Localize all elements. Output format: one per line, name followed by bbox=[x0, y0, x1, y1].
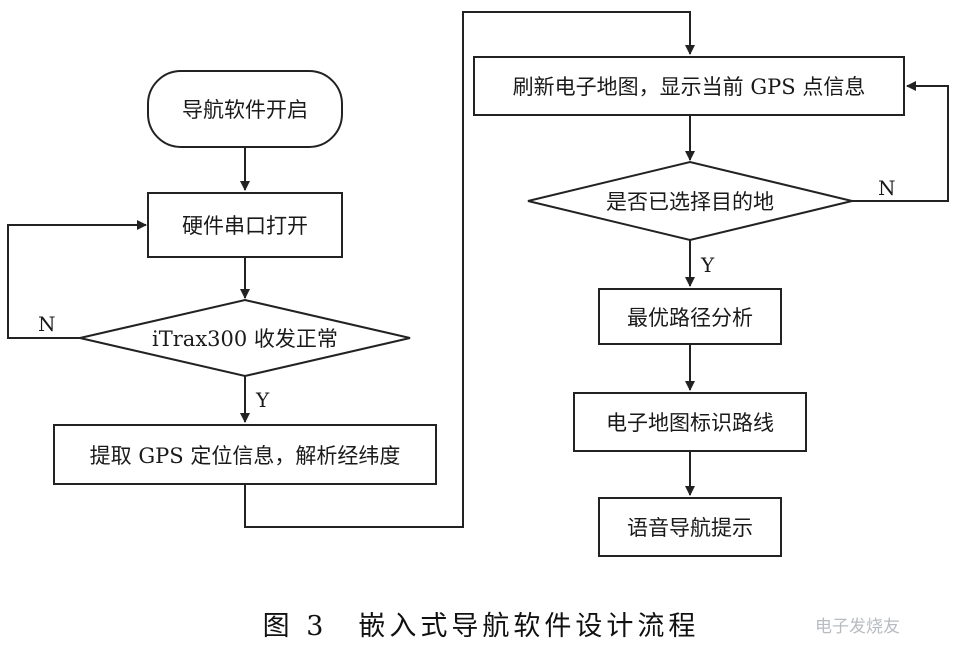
figure-caption: 图 3 嵌入式导航软件设计流程 bbox=[262, 611, 700, 642]
arrow-itrax-no-loop bbox=[7, 220, 147, 339]
refresh-map-label: 刷新电子地图，显示当前 GPS 点信息 bbox=[512, 75, 866, 99]
voice-nav-label: 语音导航提示 bbox=[627, 516, 753, 540]
extract-gps-label: 提取 GPS 定位信息，解析经纬度 bbox=[89, 443, 401, 468]
dest-check-node: 是否已选择目的地 bbox=[590, 181, 790, 221]
serial-open-label: 硬件串口打开 bbox=[182, 214, 308, 238]
arrow-dest-no-loop bbox=[852, 81, 949, 202]
map-mark-node: 电子地图标识路线 bbox=[573, 392, 807, 452]
dest-check-label: 是否已选择目的地 bbox=[606, 190, 774, 214]
serial-open-node: 硬件串口打开 bbox=[147, 192, 343, 258]
map-mark-label: 电子地图标识路线 bbox=[606, 411, 774, 435]
watermark: 电子发烧友 bbox=[815, 617, 900, 637]
refresh-map-node: 刷新电子地图，显示当前 GPS 点信息 bbox=[473, 56, 905, 116]
itrax-no-label: N bbox=[38, 312, 56, 336]
start-node: 导航软件开启 bbox=[147, 70, 343, 148]
dest-no-label: N bbox=[878, 176, 896, 200]
itrax-check-label: iTrax300 收发正常 bbox=[152, 327, 338, 351]
arrow-extract-to-refresh bbox=[244, 11, 695, 528]
dest-yes-label: Y bbox=[701, 253, 715, 277]
route-analysis-node: 最优路径分析 bbox=[598, 288, 782, 345]
itrax-yes-label: Y bbox=[256, 388, 270, 412]
route-analysis-label: 最优路径分析 bbox=[627, 305, 753, 330]
itrax-check-node: iTrax300 收发正常 bbox=[150, 318, 340, 358]
voice-nav-node: 语音导航提示 bbox=[598, 497, 782, 557]
extract-gps-node: 提取 GPS 定位信息，解析经纬度 bbox=[53, 424, 437, 485]
itrax-decision-shape bbox=[79, 298, 411, 378]
start-node-label: 导航软件开启 bbox=[182, 98, 308, 122]
